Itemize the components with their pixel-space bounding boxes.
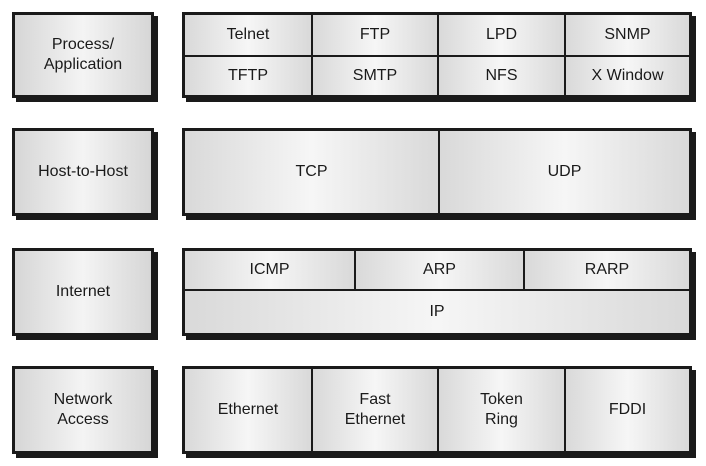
protocol-lpd: LPD [437,15,564,55]
protocol-nfs: NFS [437,55,564,95]
protocol-udp: UDP [438,131,689,213]
protocol-x-window: X Window [564,55,689,95]
protocol-ip: IP [185,289,689,333]
layer-internet: Internet [12,248,154,336]
protocol-tftp: TFTP [185,55,311,95]
protocol-tcp: TCP [185,131,438,213]
protocol-icmp: ICMP [185,251,354,289]
protocol-ftp: FTP [311,15,437,55]
protocol-smtp: SMTP [311,55,437,95]
protocol-snmp: SNMP [564,15,689,55]
transport-protocols-box: TCP UDP [182,128,692,216]
internet-protocols-box: ICMP ARP RARP IP [182,248,692,336]
protocol-fddi: FDDI [564,369,689,451]
layer-host-to-host: Host-to-Host [12,128,154,216]
layer-label: Process/ Application [43,36,123,73]
application-protocols-box: Telnet FTP LPD SNMP TFTP SMTP NFS X Wind… [182,12,692,98]
layer-process-application: Process/ Application [12,12,154,98]
layer-network-access: Network Access [12,366,154,454]
layer-label: Internet [55,283,111,300]
protocol-token-ring: Token Ring [437,369,564,451]
protocol-rarp: RARP [523,251,689,289]
network-protocols-box: Ethernet Fast Ethernet Token Ring FDDI [182,366,692,454]
protocol-telnet: Telnet [185,15,311,55]
layer-label: Host-to-Host [38,163,128,180]
protocol-ethernet: Ethernet [185,369,311,451]
protocol-arp: ARP [354,251,523,289]
protocol-fast-ethernet: Fast Ethernet [311,369,437,451]
layer-label: Network Access [53,391,113,428]
